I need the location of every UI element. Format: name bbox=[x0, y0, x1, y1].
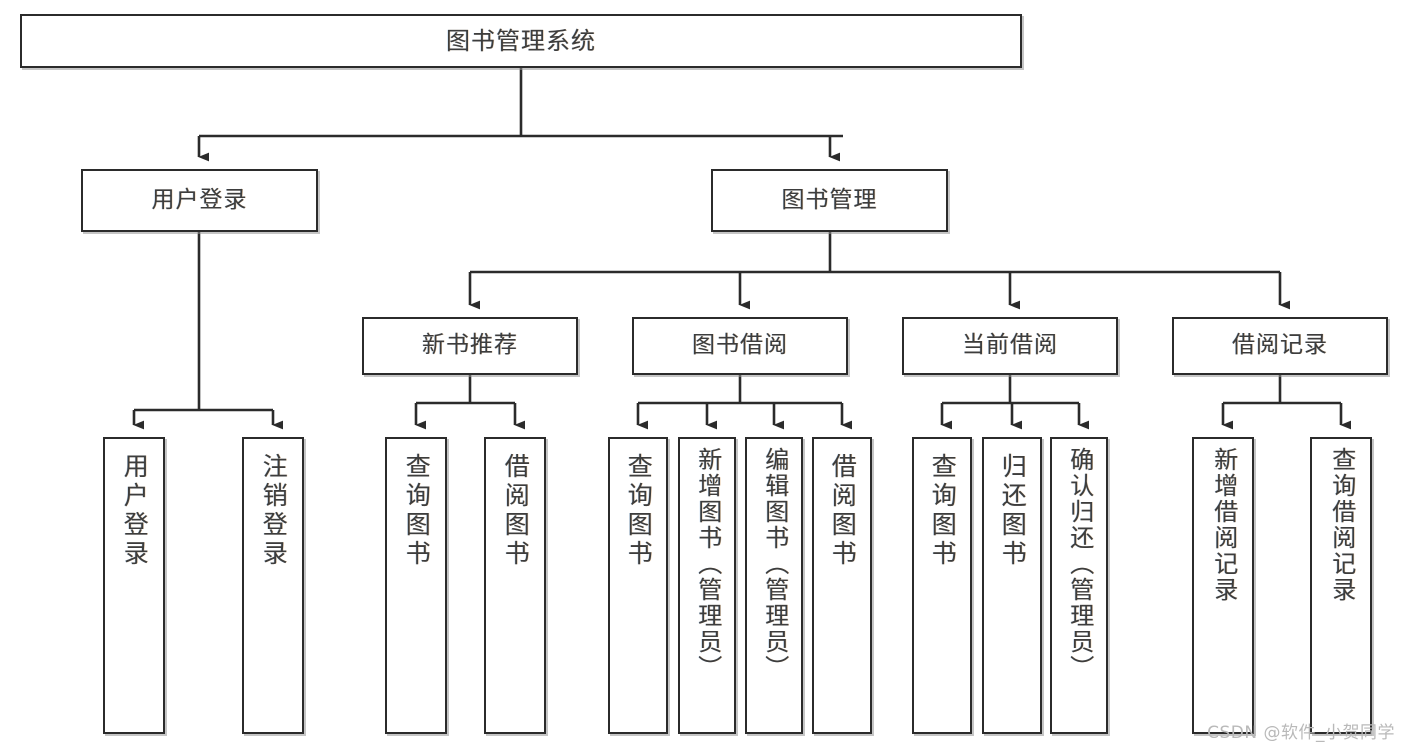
node-user-login-label: 用户登录 bbox=[151, 186, 248, 213]
node-root-label: 图书管理系统 bbox=[446, 26, 596, 55]
node-root[interactable]: 图书管理系统 bbox=[20, 14, 1022, 68]
leaf-add-book-admin-label: 新增图书（管理员） bbox=[693, 447, 722, 681]
node-book-borrow-label: 图书借阅 bbox=[692, 332, 788, 359]
node-book-borrow[interactable]: 图书借阅 bbox=[632, 317, 848, 375]
leaf-borrow-book-recommend-label: 借阅图书 bbox=[501, 453, 531, 569]
leaf-confirm-return-admin-label: 确认归还（管理员） bbox=[1065, 447, 1094, 681]
leaf-user-login[interactable]: 用户登录 bbox=[103, 437, 165, 734]
leaf-query-book-recommend[interactable]: 查询图书 bbox=[385, 437, 447, 734]
leaf-query-borrow-record-label: 查询借阅记录 bbox=[1327, 447, 1356, 603]
node-borrow-record-label: 借阅记录 bbox=[1232, 332, 1328, 359]
leaf-return-book[interactable]: 归还图书 bbox=[982, 437, 1042, 734]
leaf-query-book-borrow[interactable]: 查询图书 bbox=[608, 437, 668, 734]
leaf-query-book-current[interactable]: 查询图书 bbox=[912, 437, 972, 734]
watermark: CSDN @软件_小贺同学 bbox=[1207, 723, 1395, 743]
leaf-add-borrow-record[interactable]: 新增借阅记录 bbox=[1192, 437, 1254, 734]
leaf-borrow-book[interactable]: 借阅图书 bbox=[812, 437, 872, 734]
node-book-management[interactable]: 图书管理 bbox=[711, 169, 948, 232]
leaf-query-book-borrow-label: 查询图书 bbox=[624, 453, 654, 569]
leaf-add-borrow-record-label: 新增借阅记录 bbox=[1209, 447, 1238, 603]
leaf-logout-label: 注销登录 bbox=[259, 453, 289, 569]
leaf-query-book-current-label: 查询图书 bbox=[928, 453, 958, 569]
leaf-confirm-return-admin[interactable]: 确认归还（管理员） bbox=[1050, 437, 1108, 734]
node-new-book-recommend-label: 新书推荐 bbox=[422, 332, 518, 359]
node-borrow-record[interactable]: 借阅记录 bbox=[1172, 317, 1388, 375]
node-current-borrow[interactable]: 当前借阅 bbox=[902, 317, 1118, 375]
leaf-edit-book-admin-label: 编辑图书（管理员） bbox=[760, 447, 789, 681]
leaf-logout[interactable]: 注销登录 bbox=[242, 437, 304, 734]
leaf-edit-book-admin[interactable]: 编辑图书（管理员） bbox=[745, 437, 803, 734]
node-current-borrow-label: 当前借阅 bbox=[962, 332, 1058, 359]
node-book-management-label: 图书管理 bbox=[781, 186, 878, 213]
node-new-book-recommend[interactable]: 新书推荐 bbox=[362, 317, 578, 375]
leaf-query-book-recommend-label: 查询图书 bbox=[402, 453, 432, 569]
leaf-user-login-label: 用户登录 bbox=[120, 453, 150, 569]
leaf-borrow-book-label: 借阅图书 bbox=[828, 453, 858, 569]
node-user-login[interactable]: 用户登录 bbox=[81, 169, 318, 232]
leaf-borrow-book-recommend[interactable]: 借阅图书 bbox=[484, 437, 546, 734]
leaf-query-borrow-record[interactable]: 查询借阅记录 bbox=[1310, 437, 1372, 734]
leaf-add-book-admin[interactable]: 新增图书（管理员） bbox=[678, 437, 736, 734]
leaf-return-book-label: 归还图书 bbox=[998, 453, 1028, 569]
